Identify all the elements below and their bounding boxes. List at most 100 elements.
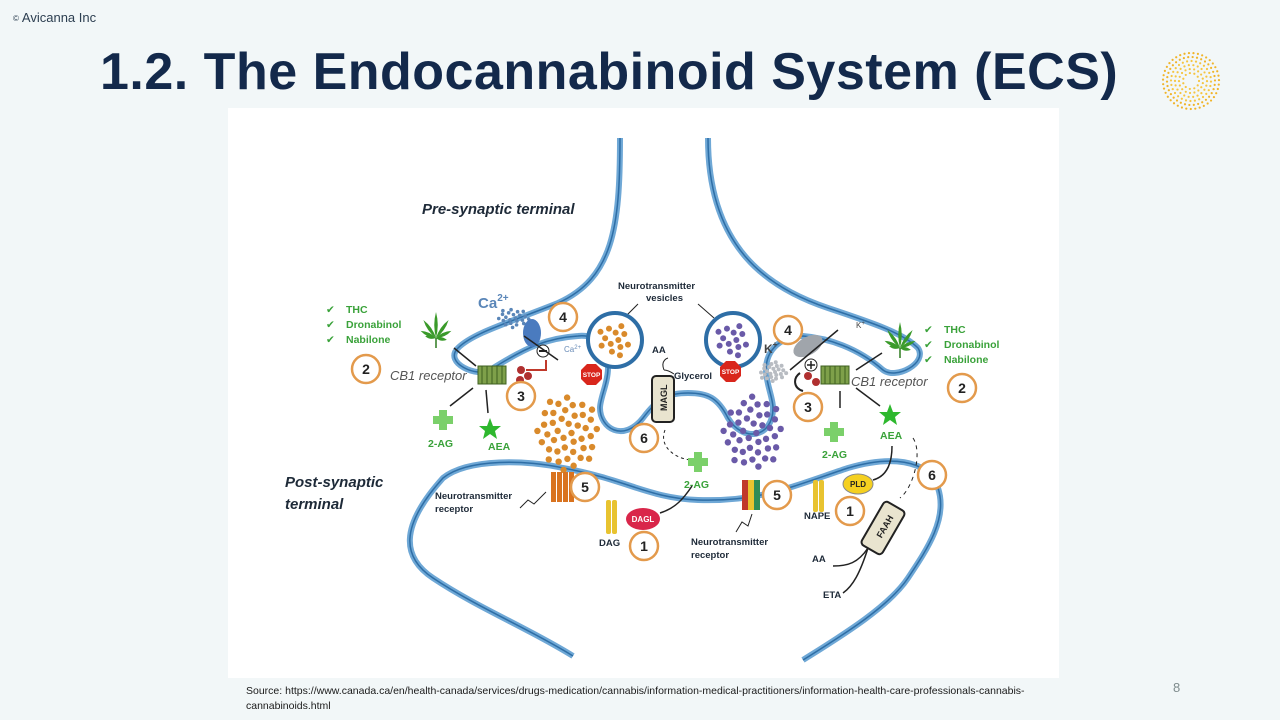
potassium-small-label: K+ — [856, 321, 865, 330]
cannabis-leaf-icon-right — [884, 322, 916, 358]
svg-text:MAGL: MAGL — [659, 384, 669, 411]
nt-receptor-label-left-line1: Neurotransmitter — [435, 491, 512, 502]
calcium-ions — [496, 307, 531, 330]
two-ag-molecule-right — [824, 422, 844, 442]
post-synaptic-label-line1: Post-synaptic — [285, 474, 384, 491]
stop-sign-right: STOP — [720, 361, 741, 382]
leaf-arrow-left — [453, 347, 477, 367]
nt-receptor-right — [742, 480, 760, 510]
vesicle-orange — [586, 311, 644, 369]
two-ag-label-mid: 2-AG — [684, 479, 709, 491]
svg-text:4: 4 — [784, 322, 792, 338]
pld-enzyme: PLD — [842, 473, 874, 495]
svg-text:✔: ✔ — [924, 339, 933, 351]
calcium-small-label: Ca2+ — [564, 345, 582, 354]
vesicles-label-line1: Neurotransmitter — [618, 281, 695, 292]
step-marker-3: 3 — [505, 380, 537, 412]
aea-label-left: AEA — [488, 441, 511, 453]
aa-label-top: AA — [652, 345, 666, 356]
released-neurotransmitters-orange — [534, 394, 601, 474]
slide-title: 1.2. The Endocannabinoid System (ECS) — [100, 43, 1119, 101]
svg-text:✔: ✔ — [326, 334, 335, 346]
two-ag-molecule-left — [433, 410, 453, 430]
potassium-activation-arrow — [794, 372, 804, 392]
calcium-inhibition-line — [526, 360, 547, 371]
aea-label-right: AEA — [880, 430, 903, 442]
potassium-channel — [793, 334, 823, 358]
svg-text:6: 6 — [640, 430, 648, 446]
svg-text:✔: ✔ — [924, 354, 933, 366]
svg-text:6: 6 — [928, 467, 936, 483]
step-marker-3: 3 — [792, 391, 824, 423]
two-ag-label-right: 2-AG — [822, 449, 847, 461]
two-ag-molecule-mid — [688, 452, 708, 472]
drug-list-left: ✔ THC ✔ Dronabinol ✔ Nabilone — [326, 304, 401, 346]
copyright-text: Avicanna Inc — [21, 10, 97, 25]
aea-star-right — [879, 404, 901, 425]
vesicle-purple — [704, 311, 762, 369]
nape-lipid — [813, 480, 824, 512]
dag-label: DAG — [599, 538, 620, 549]
svg-text:✔: ✔ — [326, 319, 335, 331]
page-number: 8 — [1173, 680, 1181, 695]
step-marker-4: 4 — [772, 314, 804, 346]
svg-text:5: 5 — [581, 479, 589, 495]
calcium-arrow — [523, 335, 559, 361]
svg-text:1: 1 — [640, 538, 648, 554]
vesicles-label-line2: vesicles — [646, 293, 683, 304]
cb1-receptor-label-left: CB1 receptor — [390, 368, 467, 383]
eta-label: ETA — [823, 590, 841, 601]
nt-receptor-label-right-line2: receptor — [691, 550, 729, 561]
dag-lipid — [606, 500, 617, 534]
svg-text:3: 3 — [804, 399, 812, 415]
svg-text:Nabilone: Nabilone — [944, 354, 988, 366]
vesicle-arrow-right — [697, 303, 715, 319]
svg-text:DAGL: DAGL — [632, 515, 655, 524]
calcium-label: Ca2+ — [478, 293, 509, 312]
potassium-label: K+ — [764, 340, 778, 356]
nt-receptor-label-right-line1: Neurotransmitter — [691, 537, 768, 548]
drug-list-right: ✔THC ✔Dronabinol ✔Nabilone — [924, 324, 999, 366]
aa-label-bottom: AA — [812, 554, 826, 565]
svg-text:PLD: PLD — [850, 480, 866, 489]
faah-enzyme: FAAH — [860, 500, 906, 556]
step-marker-1: 1 — [628, 530, 660, 562]
svg-text:✔: ✔ — [326, 304, 335, 316]
potassium-ions — [759, 360, 789, 384]
step-marker-5: 5 — [569, 471, 601, 503]
calcium-channel — [523, 319, 541, 347]
cb1-receptor-right — [804, 365, 850, 386]
magl-dashed-arrow — [663, 429, 694, 461]
svg-text:Dronabinol: Dronabinol — [346, 319, 401, 331]
svg-text:Nabilone: Nabilone — [346, 334, 390, 346]
svg-text:4: 4 — [559, 309, 567, 325]
copyright-notice: ©Avicanna Inc — [13, 10, 96, 25]
cb1-receptor-label-right: CB1 receptor — [851, 374, 928, 389]
svg-text:1: 1 — [846, 503, 854, 519]
svg-text:3: 3 — [517, 388, 525, 404]
step-marker-6: 6 — [628, 422, 660, 454]
svg-text:THC: THC — [346, 304, 368, 316]
cannabis-leaf-icon-left — [420, 312, 452, 348]
dagl-enzyme: DAGL — [626, 508, 660, 530]
magl-enzyme: MAGL — [651, 375, 675, 423]
source-citation: Source: https://www.canada.ca/en/health-… — [246, 685, 1025, 712]
potassium-arrow — [789, 329, 839, 371]
aea-star-left — [479, 418, 501, 439]
svg-text:Dronabinol: Dronabinol — [944, 339, 999, 351]
svg-text:STOP: STOP — [583, 372, 601, 379]
stop-sign-left: STOP — [581, 364, 602, 385]
ecs-diagram: Pre-synaptic terminal Post-synaptic term… — [228, 108, 1059, 678]
leaf-arrow-right — [855, 352, 883, 371]
company-logo — [1161, 51, 1221, 111]
svg-text:STOP: STOP — [722, 369, 740, 376]
nape-label: NAPE — [804, 511, 830, 522]
nt-receptor-label-left-line2: receptor — [435, 504, 473, 515]
step-marker-6: 6 — [916, 459, 948, 491]
svg-text:✔: ✔ — [924, 324, 933, 336]
two-ag-label-left: 2-AG — [428, 438, 453, 450]
step-marker-2: 2 — [946, 372, 978, 404]
glycerol-label: Glycerol — [674, 371, 712, 382]
step-marker-5: 5 — [761, 479, 793, 511]
